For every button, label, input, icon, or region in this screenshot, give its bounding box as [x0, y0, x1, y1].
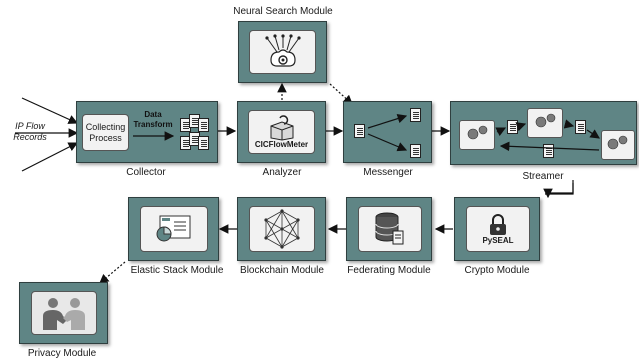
privacy-caption: Privacy Module — [27, 348, 97, 359]
lock-icon — [490, 213, 506, 235]
collector-module: Collecting Process Data Transform — [76, 101, 218, 163]
document-stack-icon — [180, 114, 214, 154]
messenger-module — [343, 101, 432, 163]
input-arrow-3 — [21, 142, 79, 172]
collecting-process-box: Collecting Process — [82, 114, 129, 151]
messenger-documents — [344, 102, 433, 164]
data-transform-label: Data Transform — [133, 110, 173, 129]
neural-search-caption: Neural Search Module — [233, 6, 333, 17]
federating-module — [346, 197, 432, 261]
blockchain-module — [237, 197, 326, 261]
privacy-inner — [31, 291, 97, 335]
input-arrow-1 — [21, 97, 79, 124]
crypto-module: PySEAL — [454, 197, 540, 261]
pyseal-label: PySEAL — [482, 235, 514, 245]
elastic-stack-module — [128, 197, 219, 261]
messenger-caption: Messenger — [363, 167, 413, 178]
database-icon — [375, 212, 404, 245]
neural-network-icon — [264, 34, 301, 67]
crypto-caption: Crypto Module — [464, 265, 530, 276]
collector-caption: Collector — [126, 167, 166, 178]
federating-caption: Federating Module — [347, 265, 431, 276]
box-package-icon — [270, 114, 293, 141]
handshake-people-icon — [43, 298, 85, 330]
privacy-module — [19, 282, 108, 344]
blockchain-caption: Blockchain Module — [240, 265, 324, 276]
dashboard-chart-icon — [156, 215, 191, 242]
elastic-inner — [140, 206, 208, 252]
gear-box-2 — [527, 108, 563, 138]
ip-flow-label: IP Flow Records — [13, 121, 47, 142]
elastic-caption: Elastic Stack Module — [130, 265, 224, 276]
streamer-module — [450, 101, 637, 165]
streamer-flow — [467, 113, 628, 152]
federating-inner — [358, 206, 422, 252]
arrow-elastic-privacy — [99, 261, 126, 284]
blockchain-inner — [249, 206, 315, 252]
streamer-caption: Streamer — [522, 171, 564, 182]
neural-search-module — [238, 21, 327, 83]
crypto-inner: PySEAL — [466, 206, 530, 252]
analyzer-caption: Analyzer — [262, 167, 302, 178]
analyzer-inner: CICFlowMeter — [248, 110, 315, 154]
analyzer-module: CICFlowMeter — [237, 101, 326, 163]
arrow-neural-messenger — [329, 83, 353, 105]
data-transform-arrow — [133, 131, 175, 141]
cicflowmeter-label: CICFlowMeter — [254, 139, 309, 149]
neural-search-inner — [249, 30, 316, 74]
network-polyhedron-icon — [264, 209, 300, 249]
